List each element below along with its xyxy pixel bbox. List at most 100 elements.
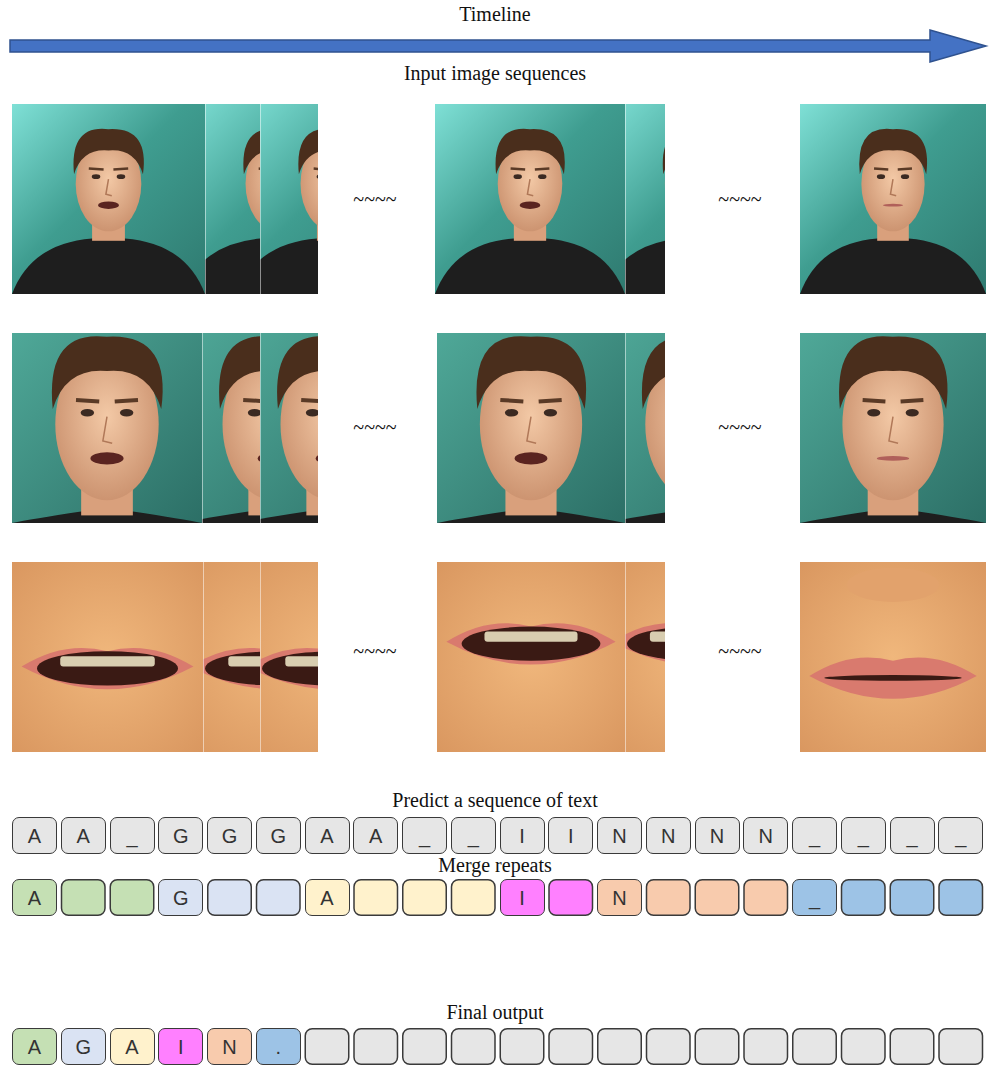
output-box: N bbox=[207, 1028, 252, 1065]
hair bbox=[839, 336, 947, 409]
hair bbox=[277, 336, 318, 409]
photo-background bbox=[202, 333, 260, 523]
empty-slot bbox=[403, 1029, 447, 1065]
eye bbox=[544, 409, 557, 417]
empty-slot bbox=[549, 1029, 593, 1065]
teeth bbox=[484, 632, 577, 642]
mouth bbox=[90, 452, 123, 464]
photo-background bbox=[625, 333, 665, 523]
prediction-box: A bbox=[61, 817, 106, 854]
eye bbox=[906, 409, 919, 417]
ellipsis-mark: ~~~~ bbox=[718, 188, 761, 211]
letter: G bbox=[222, 825, 238, 847]
eyebrow bbox=[301, 400, 318, 402]
lips bbox=[22, 648, 194, 689]
empty-slot bbox=[208, 880, 252, 916]
letter: A bbox=[369, 825, 382, 847]
eye bbox=[877, 174, 885, 179]
letter: A bbox=[77, 825, 90, 847]
mouth-opening bbox=[462, 627, 601, 661]
prediction-box: I bbox=[548, 817, 593, 854]
empty-slot bbox=[257, 880, 301, 916]
eyebrow bbox=[113, 167, 128, 170]
teeth bbox=[228, 656, 260, 666]
shirt bbox=[625, 238, 665, 294]
eye bbox=[901, 174, 909, 179]
letter: _ bbox=[809, 825, 820, 847]
photo-background bbox=[435, 104, 625, 294]
eyebrow bbox=[511, 167, 526, 170]
eyebrow bbox=[539, 400, 562, 402]
video-frame bbox=[260, 104, 318, 294]
letter: G bbox=[270, 825, 286, 847]
video-frame bbox=[800, 562, 986, 752]
letter: G bbox=[75, 1036, 91, 1058]
empty-slot bbox=[890, 1029, 934, 1065]
photo-background bbox=[625, 104, 665, 294]
mouth-opening bbox=[205, 651, 260, 685]
eye bbox=[505, 409, 518, 417]
letter: A bbox=[28, 825, 41, 847]
section-title: Merge repeats bbox=[438, 854, 551, 877]
eye bbox=[120, 409, 133, 417]
eyebrow bbox=[500, 400, 523, 402]
hair bbox=[663, 129, 665, 175]
ellipsis-mark: ~~~~ bbox=[353, 640, 396, 663]
video-frame bbox=[202, 333, 260, 523]
shirt bbox=[625, 512, 665, 523]
letter: A bbox=[125, 1036, 138, 1058]
prediction-box: _ bbox=[890, 817, 935, 854]
nose bbox=[103, 417, 112, 444]
empty-slot bbox=[110, 880, 154, 916]
letter: N bbox=[222, 1036, 236, 1058]
photo-background bbox=[260, 104, 318, 294]
letter: N bbox=[612, 825, 626, 847]
photo-background bbox=[205, 104, 260, 294]
prediction-box: N bbox=[695, 817, 740, 854]
eyebrow bbox=[874, 167, 888, 170]
empty-slot bbox=[842, 1029, 886, 1065]
letter: I bbox=[519, 825, 525, 847]
prediction-box: G bbox=[207, 817, 252, 854]
eyebrow bbox=[243, 400, 260, 402]
axis-title: Timeline bbox=[459, 3, 531, 26]
merged-box: I bbox=[500, 879, 545, 916]
photo-background bbox=[800, 104, 986, 294]
letter: _ bbox=[126, 825, 137, 847]
empty-slot bbox=[452, 880, 496, 916]
lip-skin bbox=[800, 562, 986, 752]
mouth-opening bbox=[262, 651, 318, 685]
mouth bbox=[316, 452, 318, 464]
prediction-box: _ bbox=[792, 817, 837, 854]
prediction-box: G bbox=[256, 817, 301, 854]
empty-slot bbox=[403, 880, 447, 916]
letter: _ bbox=[906, 825, 917, 847]
ellipsis-mark: ~~~~ bbox=[718, 640, 761, 663]
output-box: I bbox=[158, 1028, 203, 1065]
prediction-box: _ bbox=[402, 817, 447, 854]
hair bbox=[476, 336, 586, 409]
empty-slot bbox=[939, 880, 983, 916]
eyebrow bbox=[89, 167, 104, 170]
eye bbox=[514, 174, 522, 179]
video-frame bbox=[12, 104, 205, 294]
video-frame bbox=[625, 333, 665, 523]
eye bbox=[867, 409, 880, 417]
empty-slot bbox=[305, 1029, 349, 1065]
photo-background bbox=[12, 104, 205, 294]
empty-slot bbox=[452, 1029, 496, 1065]
letter: A bbox=[28, 887, 41, 909]
hair bbox=[298, 129, 318, 175]
nose bbox=[847, 568, 940, 602]
output-box: . bbox=[256, 1028, 301, 1065]
prediction-box: A bbox=[305, 817, 350, 854]
prediction-box: A bbox=[353, 817, 398, 854]
empty-slot bbox=[744, 880, 788, 916]
teeth bbox=[650, 632, 665, 642]
video-frame bbox=[260, 333, 318, 523]
prediction-box: G bbox=[158, 817, 203, 854]
prediction-box: N bbox=[743, 817, 788, 854]
video-frame bbox=[437, 562, 625, 752]
empty-slot bbox=[598, 1029, 642, 1065]
